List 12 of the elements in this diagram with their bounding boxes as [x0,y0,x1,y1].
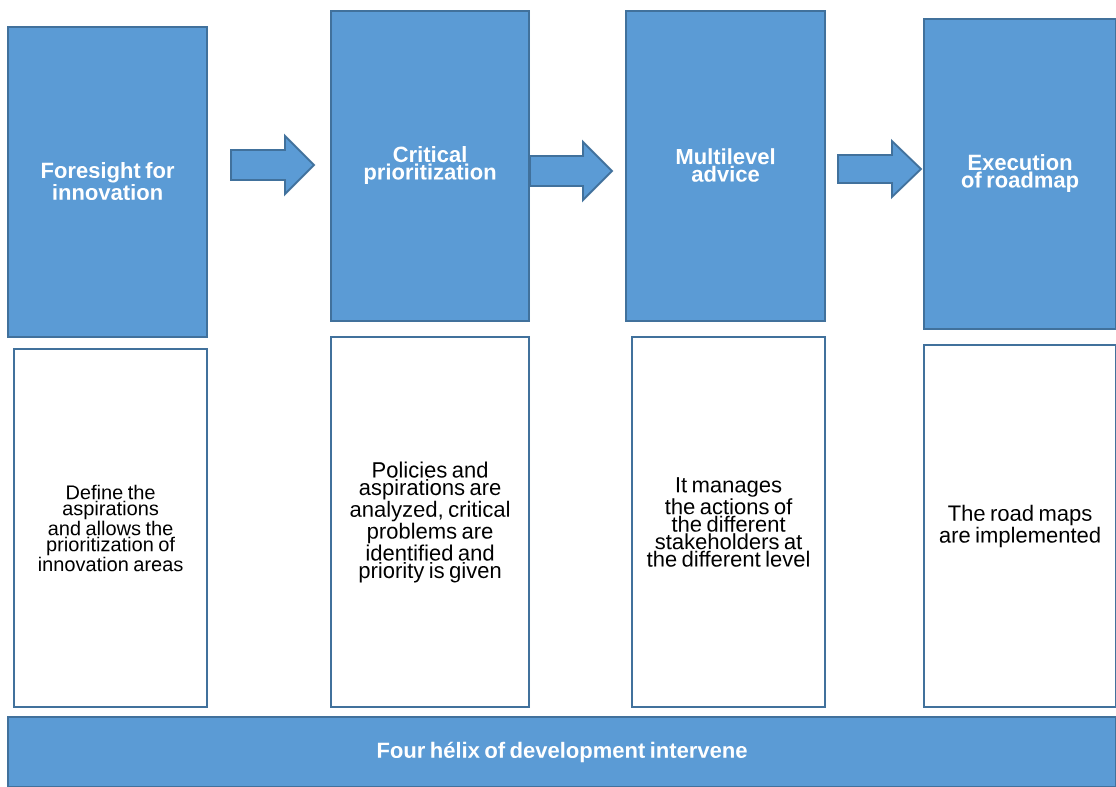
step-box: Multilevel advice [625,10,826,322]
footer-band: Four hélix of development intervene [7,716,1116,787]
description-box: The road maps are implemented [923,344,1116,708]
block-arrow [529,139,614,203]
step-box: Execution of roadmap [923,18,1116,330]
step-box: Critical prioritization [330,10,530,322]
step-box: Foresight for innovation [7,26,208,338]
block-arrow [837,138,923,200]
description-box: Policies and aspirations are analyzed, critical problems are identified and priority is given [330,336,530,708]
description-box: Define the aspirations and allows the prioritization of innovation areas [13,348,208,708]
block-arrow [230,133,316,197]
description-box: It manages the actions of the different stakeholders at the different level [631,336,826,708]
